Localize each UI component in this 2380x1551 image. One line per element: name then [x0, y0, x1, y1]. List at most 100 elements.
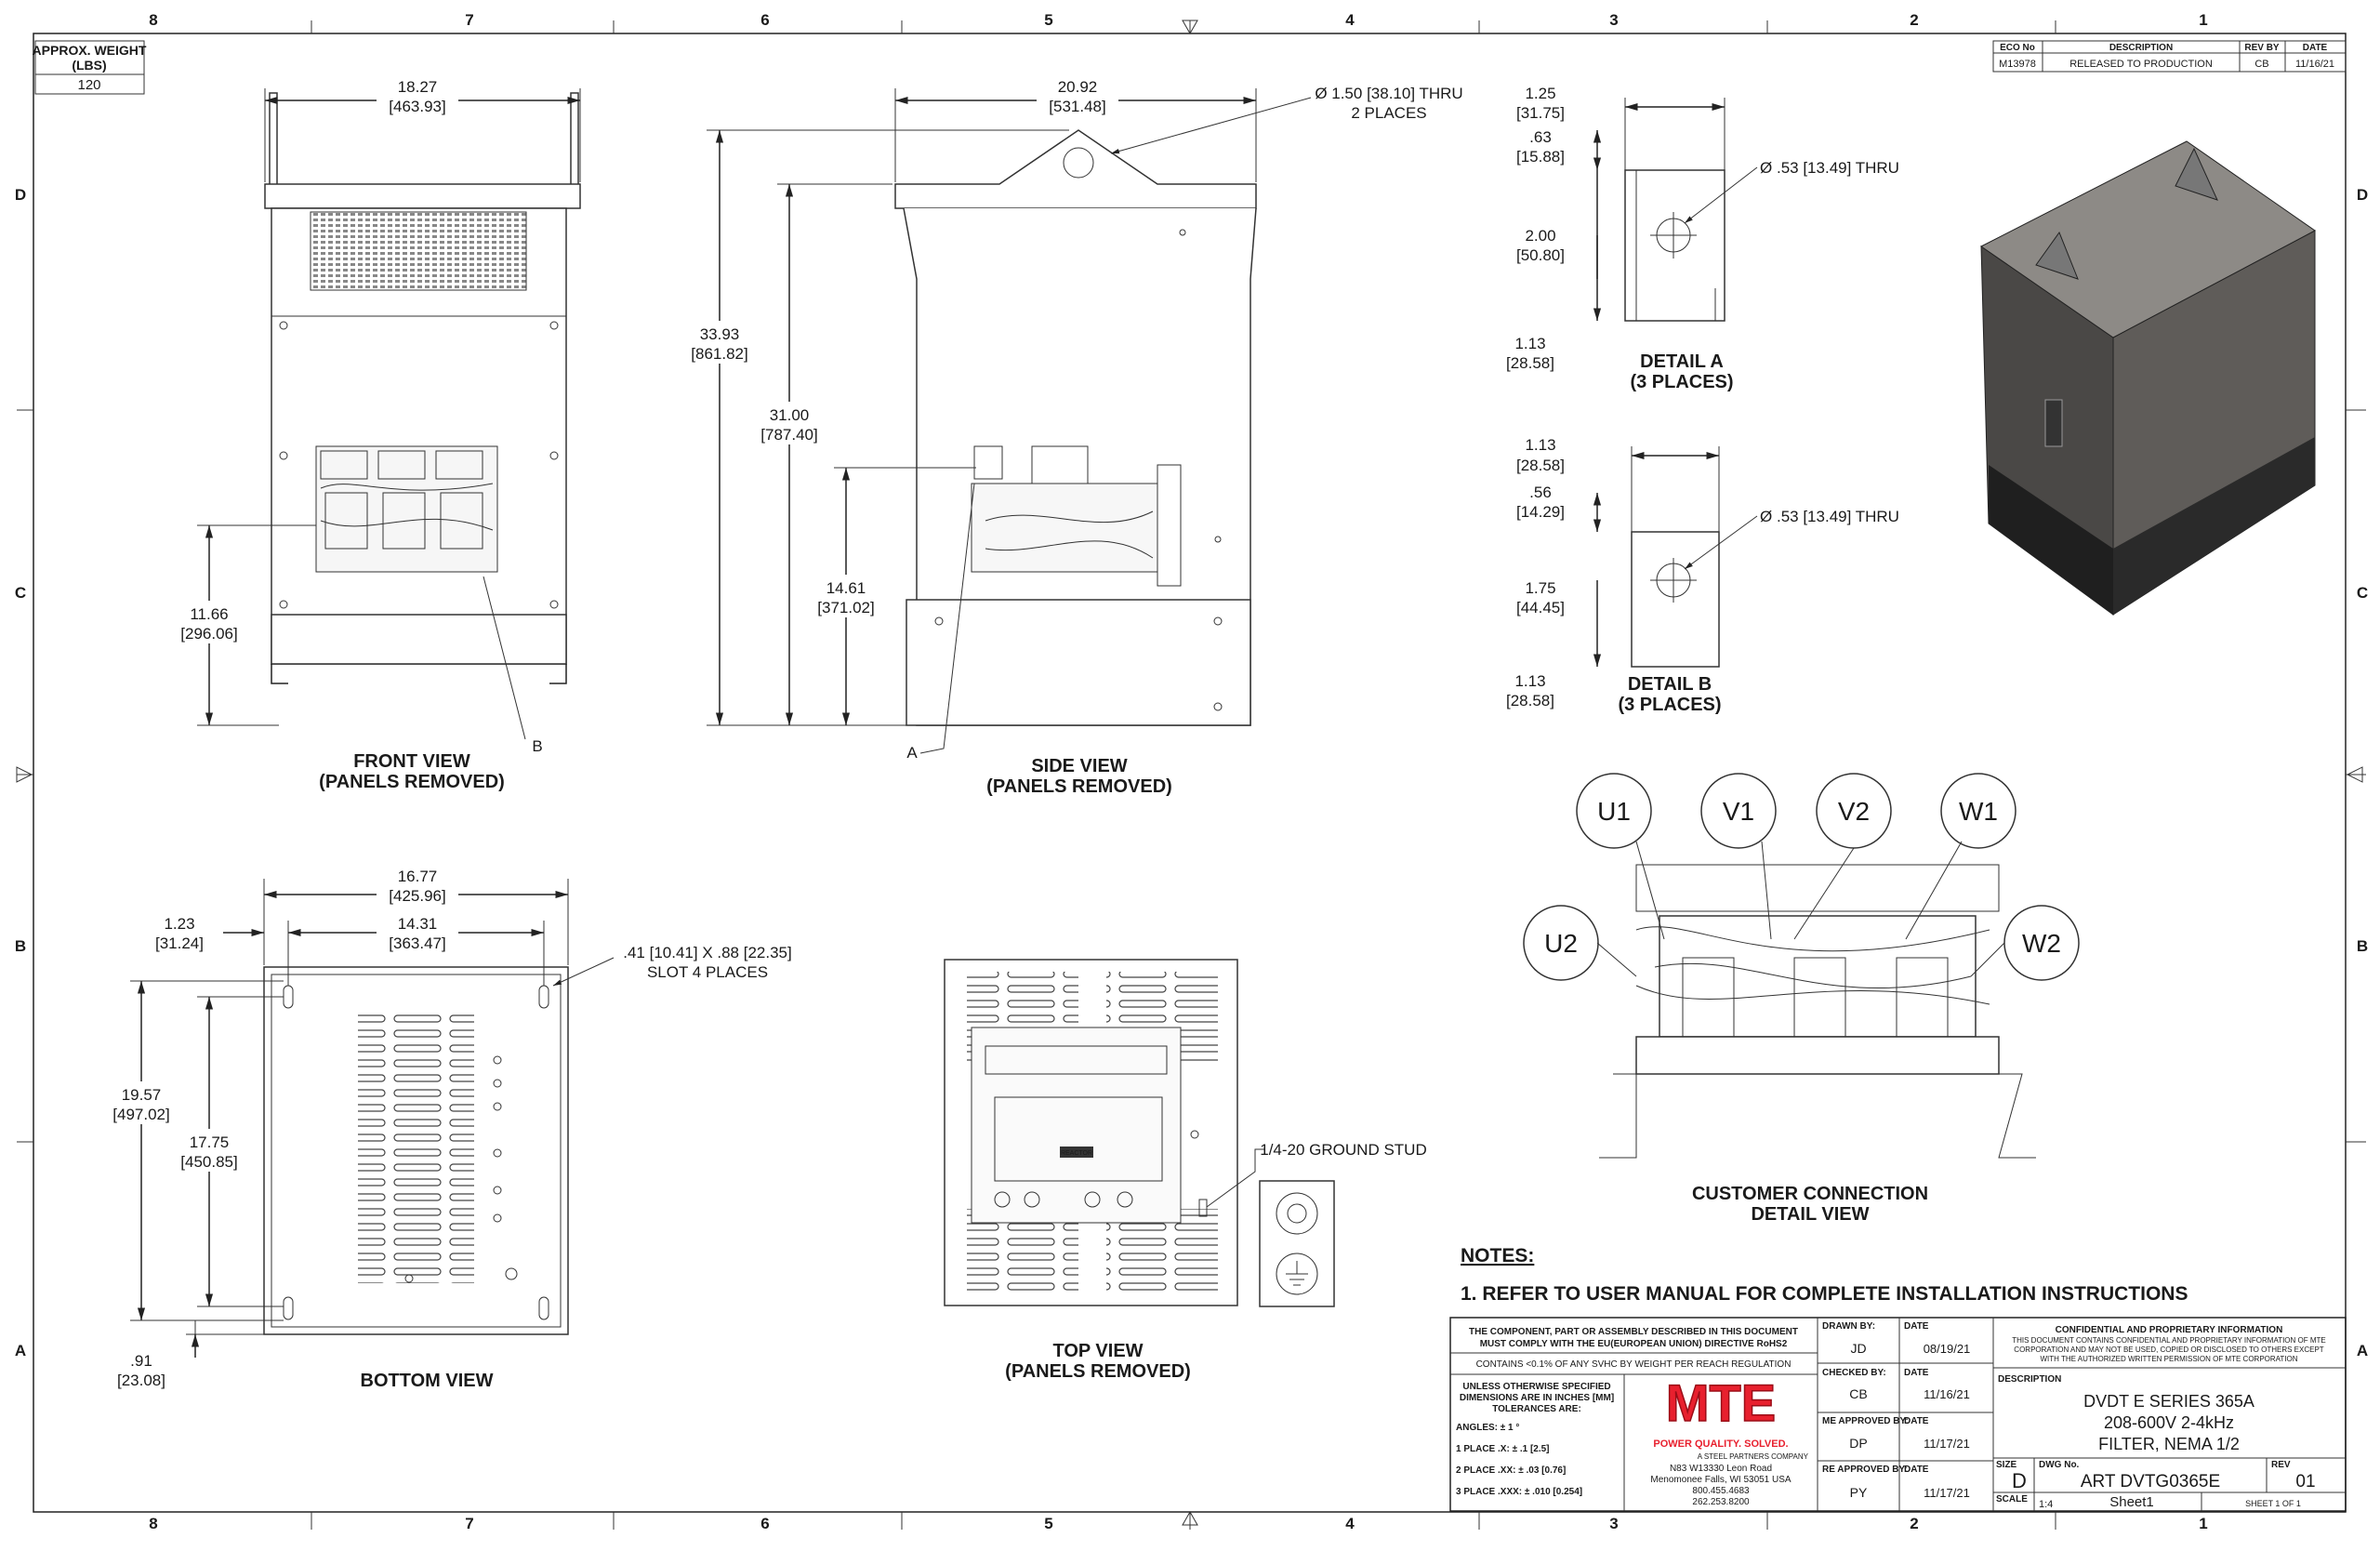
svg-text:2 PLACE .XX: ± .03 [0.76]: 2 PLACE .XX: ± .03 [0.76]	[1456, 1465, 1566, 1476]
mte-logo: MTE POWER QUALITY. SOLVED. A STEEL PARTN…	[1653, 1372, 1808, 1461]
svg-text:2 PLACES: 2 PLACES	[1351, 104, 1426, 122]
svg-text:CORPORATION AND MAY NOT BE USE: CORPORATION AND MAY NOT BE USED, COPIED …	[2014, 1346, 2324, 1354]
svg-text:(PANELS REMOVED): (PANELS REMOVED)	[319, 772, 505, 792]
svg-text:11/17/21: 11/17/21	[1924, 1437, 1970, 1451]
svg-text:CB: CB	[1849, 1386, 1867, 1401]
front-view: 18.27[463.93] 11.66[296.06] B FRONT VIEW…	[167, 73, 581, 792]
bottom-view: 16.77[425.96] 14.31[363.47] 1.23[31.24] …	[100, 863, 792, 1391]
svg-text:A: A	[2357, 1342, 2368, 1359]
notes: NOTES: 1. REFER TO USER MANUAL FOR COMPL…	[1461, 1245, 2188, 1305]
svg-text:1/4-20 GROUND STUD: 1/4-20 GROUND STUD	[1260, 1141, 1426, 1159]
svg-text:W2: W2	[2022, 929, 2061, 958]
svg-text:262.253.8200: 262.253.8200	[1692, 1497, 1750, 1507]
svg-text:(3 PLACES): (3 PLACES)	[1618, 695, 1721, 715]
svg-text:[31.24]: [31.24]	[155, 935, 204, 952]
svg-text:ANGLES: ± 1 °: ANGLES: ± 1 °	[1456, 1423, 1519, 1433]
svg-text:1.25: 1.25	[1525, 85, 1555, 102]
customer-connection-view: U1 V1 V2 W1 U2 W2 CUSTOMER CONNECTION DE…	[1523, 773, 2080, 1225]
svg-text:[28.58]: [28.58]	[1506, 692, 1554, 709]
svg-text:D: D	[2357, 186, 2368, 204]
svg-text:RE APPROVED BY:: RE APPROVED BY:	[1822, 1465, 1908, 1475]
svg-text:DETAIL VIEW: DETAIL VIEW	[1751, 1204, 1869, 1225]
svg-text:WITH THE AUTHORIZED WRITTEN PE: WITH THE AUTHORIZED WRITTEN PERMISSION O…	[2040, 1355, 2297, 1363]
terminal-labels: U1 V1 V2 W1 U2 W2	[1523, 773, 2080, 981]
revision-block: ECO No DESCRIPTION REV BY DATE M13978 RE…	[1992, 40, 2347, 73]
svg-text:RELEASED TO PRODUCTION: RELEASED TO PRODUCTION	[2069, 59, 2213, 70]
svg-text:V1: V1	[1723, 797, 1754, 826]
svg-text:V2: V2	[1838, 797, 1870, 826]
svg-text:33.93: 33.93	[700, 325, 740, 343]
svg-text:31.00: 31.00	[770, 406, 810, 424]
top-view: REACTOR 1/4-20 GROUND STUD TOP VIEW (PAN…	[944, 959, 1427, 1382]
svg-text:16.77: 16.77	[398, 868, 438, 885]
svg-text:4: 4	[1345, 1515, 1355, 1532]
svg-text:DATE: DATE	[1904, 1321, 1929, 1332]
svg-text:D: D	[15, 186, 26, 204]
svg-text:1: 1	[2199, 11, 2207, 29]
svg-text:3 PLACE .XXX: ± .010 [0.254]: 3 PLACE .XXX: ± .010 [0.254]	[1456, 1487, 1582, 1497]
svg-text:[28.58]: [28.58]	[1506, 354, 1554, 372]
svg-text:B: B	[2357, 937, 2368, 955]
svg-text:[497.02]: [497.02]	[112, 1106, 169, 1123]
svg-text:(PANELS REMOVED): (PANELS REMOVED)	[1005, 1361, 1191, 1382]
svg-text:DESCRIPTION: DESCRIPTION	[1998, 1374, 2061, 1385]
svg-text:DETAIL A: DETAIL A	[1640, 351, 1724, 372]
svg-text:MUST COMPLY WITH THE EU(EUROPE: MUST COMPLY WITH THE EU(EUROPEAN UNION) …	[1480, 1339, 1788, 1349]
svg-text:JD: JD	[1850, 1341, 1866, 1356]
svg-text:1 PLACE .X: ± .1 [2.5]: 1 PLACE .X: ± .1 [2.5]	[1456, 1444, 1550, 1454]
svg-text:6: 6	[760, 11, 769, 29]
svg-text:01: 01	[2295, 1472, 2315, 1491]
svg-text:DATE: DATE	[1904, 1368, 1929, 1378]
isometric-view	[1980, 140, 2316, 616]
svg-text:B: B	[532, 737, 542, 755]
svg-text:SIZE: SIZE	[1996, 1460, 2017, 1470]
svg-text:800.455.4683: 800.455.4683	[1692, 1486, 1750, 1496]
detail-b: 1.13[28.58] .56[14.29] 1.75[44.45] 1.13[…	[1506, 436, 1899, 715]
svg-text:19.57: 19.57	[122, 1086, 162, 1104]
svg-text:(3 PLACES): (3 PLACES)	[1630, 372, 1733, 392]
svg-text:U2: U2	[1544, 929, 1578, 958]
svg-text:TOLERANCES ARE:: TOLERANCES ARE:	[1492, 1404, 1581, 1414]
front-components	[315, 445, 498, 573]
svg-text:Ø .53 [13.49] THRU: Ø .53 [13.49] THRU	[1760, 159, 1899, 177]
svg-text:6: 6	[760, 1515, 769, 1532]
svg-text:REV BY: REV BY	[2244, 43, 2280, 53]
svg-text:[463.93]: [463.93]	[389, 98, 445, 115]
svg-text:CONFIDENTIAL AND PROPRIETARY I: CONFIDENTIAL AND PROPRIETARY INFORMATION	[2056, 1325, 2283, 1335]
svg-text:DP: DP	[1849, 1436, 1867, 1451]
svg-text:11/16/21: 11/16/21	[2295, 59, 2334, 70]
detail-a: 1.25[31.75] .63[15.88] 2.00[50.80] 1.13[…	[1506, 85, 1899, 392]
svg-text:BOTTOM VIEW: BOTTOM VIEW	[361, 1371, 494, 1391]
svg-text:THIS DOCUMENT CONTAINS CONFIDE: THIS DOCUMENT CONTAINS CONFIDENTIAL AND …	[2012, 1336, 2326, 1345]
svg-text:CONTAINS <0.1% OF ANY SVHC BY: CONTAINS <0.1% OF ANY SVHC BY WEIGHT PER…	[1476, 1359, 1792, 1370]
svg-text:FRONT VIEW: FRONT VIEW	[353, 751, 470, 772]
weight-box: APPROX. WEIGHT (LBS) 120	[33, 40, 147, 95]
svg-text:20.92: 20.92	[1058, 78, 1098, 96]
svg-text:NOTES:: NOTES:	[1461, 1245, 1534, 1266]
svg-text:DATE: DATE	[2303, 43, 2328, 53]
svg-text:18.27: 18.27	[398, 78, 438, 96]
svg-text:CB: CB	[2254, 59, 2268, 70]
svg-text:DATE: DATE	[1904, 1465, 1929, 1475]
svg-text:1: 1	[2199, 1515, 2207, 1532]
svg-text:1.13: 1.13	[1514, 335, 1545, 352]
svg-text:.91: .91	[130, 1352, 152, 1370]
svg-text:DATE: DATE	[1904, 1416, 1929, 1426]
svg-text:1.13: 1.13	[1525, 436, 1555, 454]
svg-text:ART DVTG0365E: ART DVTG0365E	[2081, 1472, 2220, 1491]
svg-text:REV: REV	[2271, 1460, 2291, 1470]
svg-text:08/19/21: 08/19/21	[1924, 1342, 1971, 1356]
svg-text:CUSTOMER CONNECTION: CUSTOMER CONNECTION	[1692, 1184, 1928, 1204]
svg-text:[15.88]: [15.88]	[1516, 148, 1565, 166]
svg-text:DWG No.: DWG No.	[2039, 1460, 2080, 1470]
svg-text:FILTER, NEMA 1/2: FILTER, NEMA 1/2	[2098, 1435, 2240, 1453]
svg-text:D: D	[2012, 1469, 2027, 1492]
svg-text:APPROX. WEIGHT: APPROX. WEIGHT	[33, 43, 147, 58]
svg-text:[363.47]: [363.47]	[389, 935, 445, 952]
svg-text:C: C	[15, 584, 26, 602]
svg-text:2: 2	[1910, 1515, 1918, 1532]
svg-text:14.61: 14.61	[826, 579, 866, 597]
svg-text:SHEET 1 OF 1: SHEET 1 OF 1	[2245, 1499, 2301, 1508]
svg-text:1.75: 1.75	[1525, 579, 1555, 597]
